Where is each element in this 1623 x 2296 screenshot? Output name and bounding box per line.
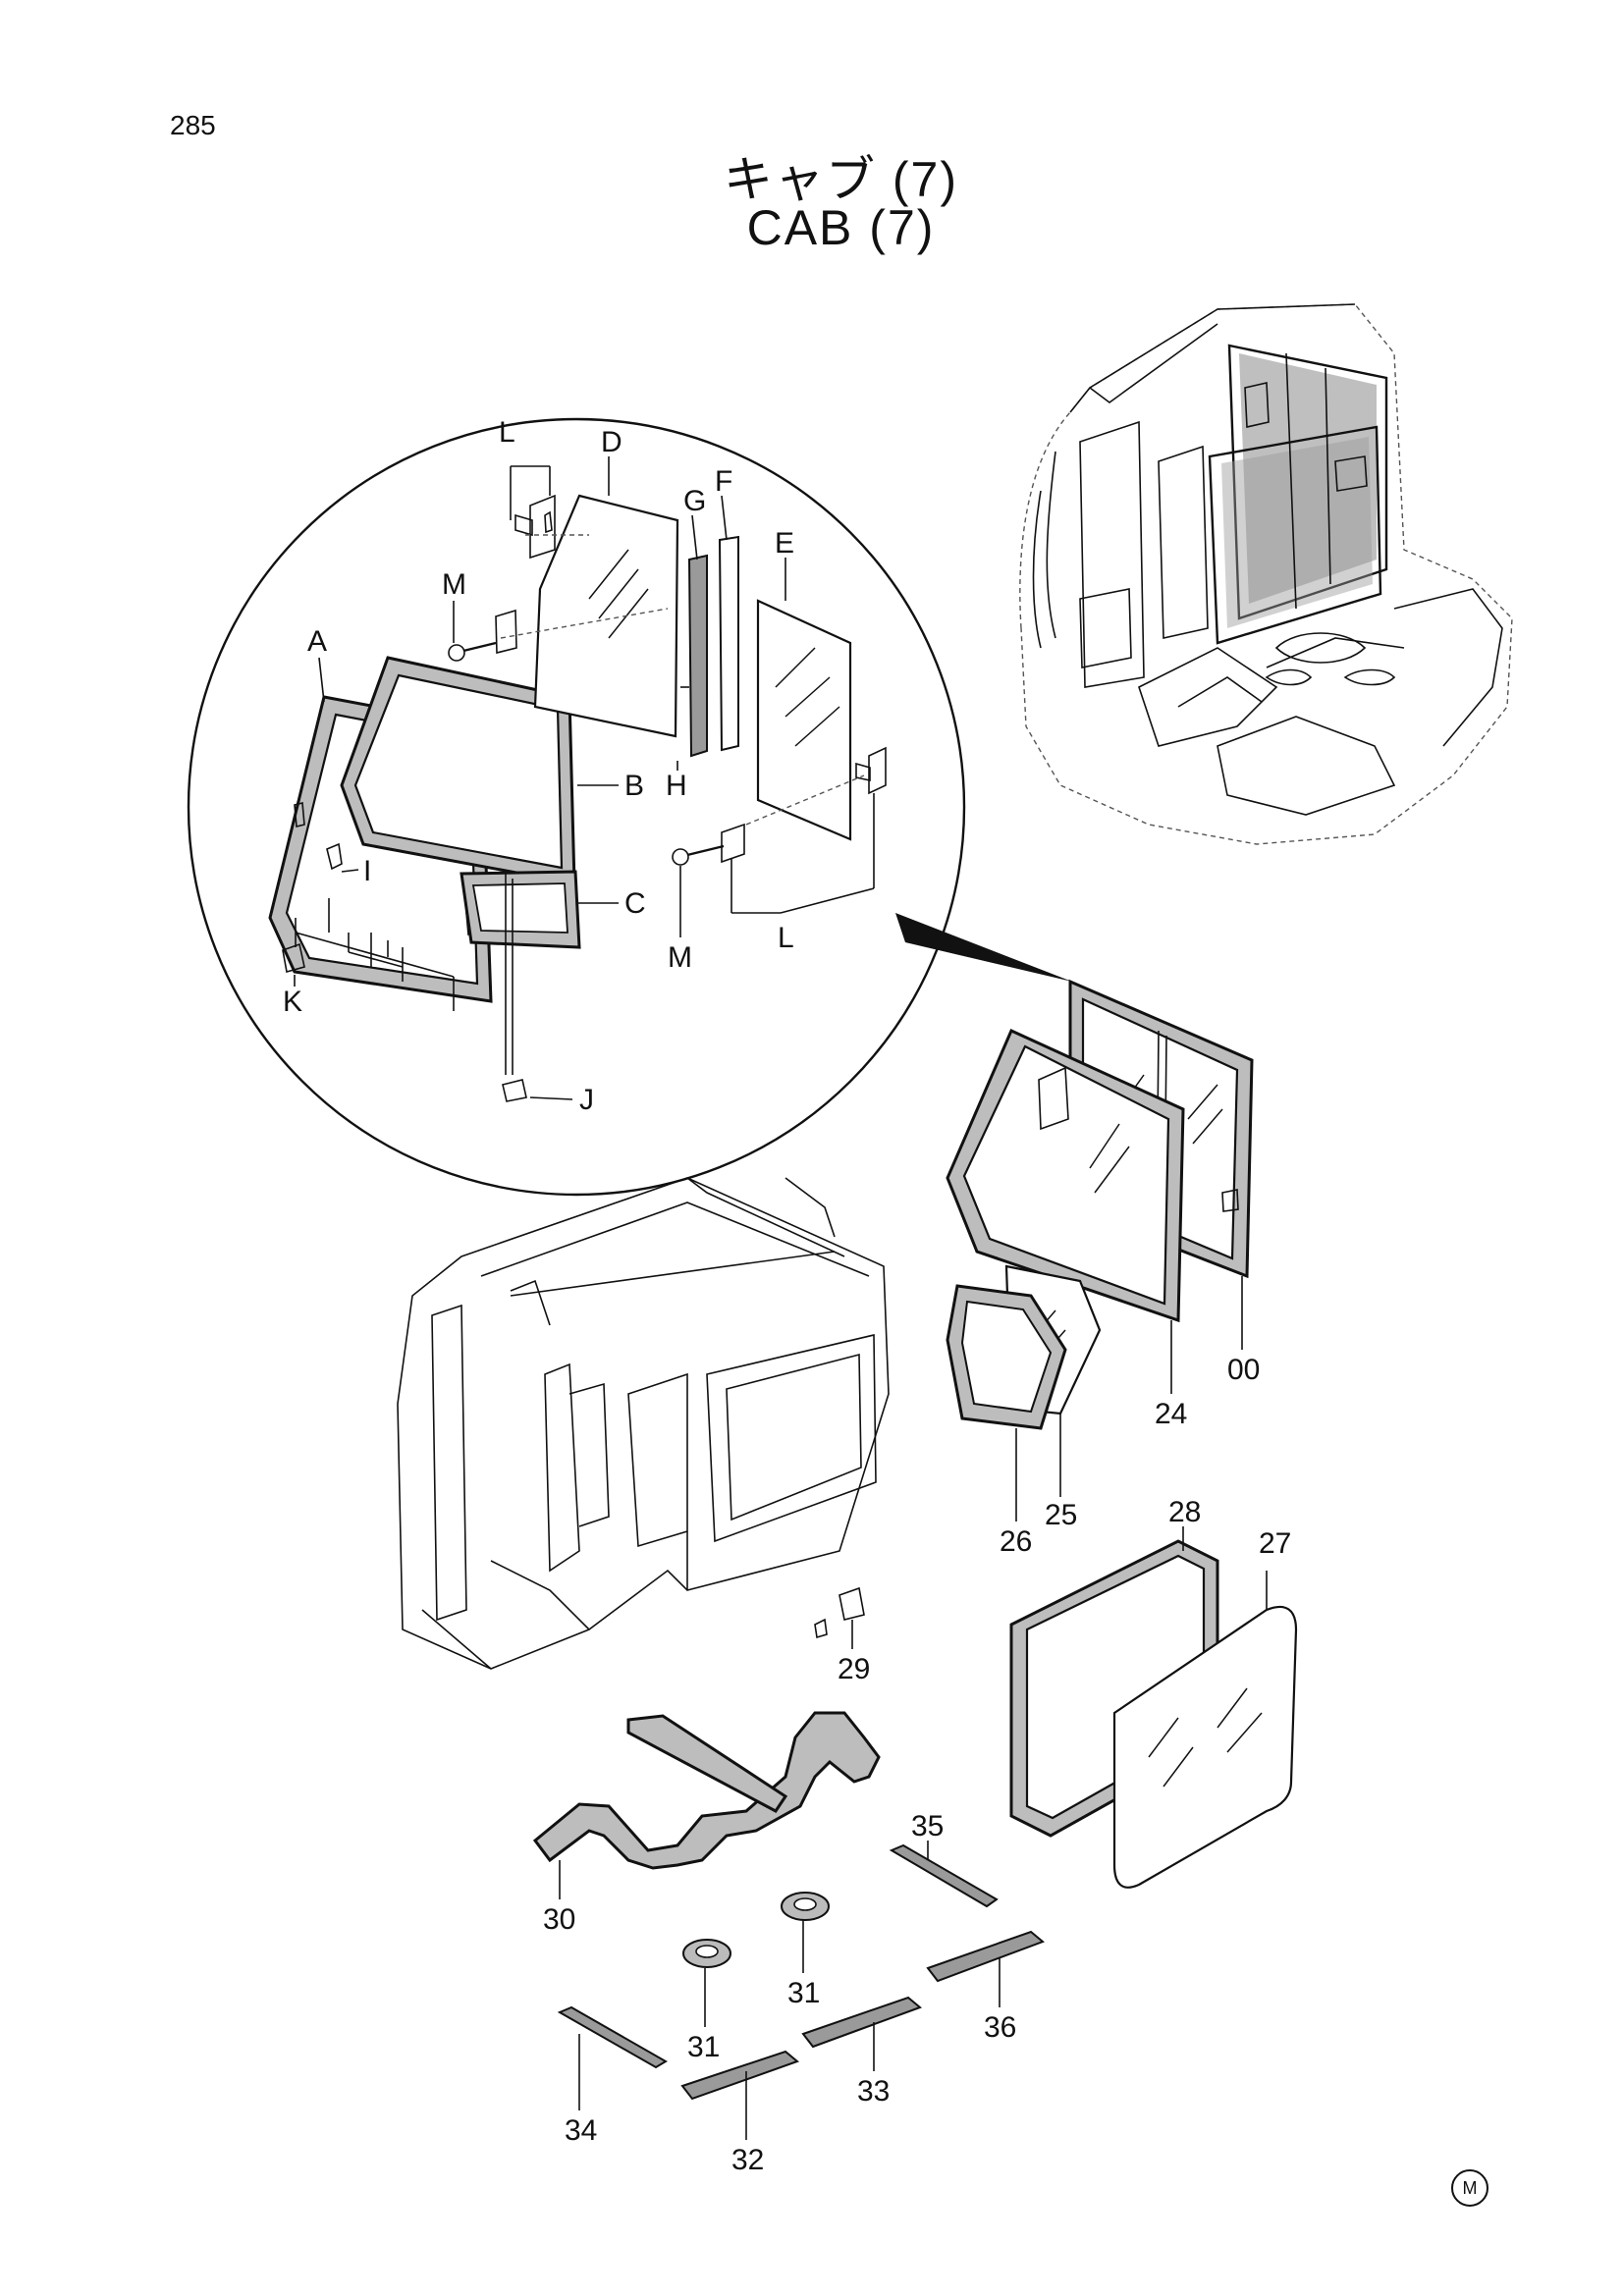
detail-part-i-clip [326, 842, 343, 871]
part-29-stopper [839, 1586, 865, 1621]
detail-part-j-stopper [502, 1079, 527, 1102]
label-h: H [666, 770, 687, 802]
label-a: A [307, 625, 327, 658]
label-part-24: 24 [1155, 1398, 1187, 1430]
detail-part-m-screw-left [448, 641, 497, 662]
label-j: J [579, 1084, 594, 1116]
cab-body-illustration [397, 1177, 890, 1670]
part-27-glass [1112, 1605, 1298, 1889]
part-24-gasket [946, 1028, 1185, 1323]
label-c: C [624, 887, 646, 920]
label-part-35: 35 [911, 1810, 944, 1842]
detail-part-d-glass [500, 494, 679, 738]
label-m-left: M [442, 568, 466, 601]
label-part-26: 26 [1000, 1525, 1032, 1558]
detail-part-k-stopper [282, 942, 305, 974]
label-i: I [363, 855, 371, 887]
label-d: D [601, 426, 622, 458]
label-g: G [683, 485, 706, 517]
detail-part-b-gasket [340, 656, 576, 885]
detail-part-e-glass [745, 599, 865, 841]
detail-part-f-strip [718, 535, 739, 752]
label-b: B [624, 770, 644, 802]
part-34-pad [557, 2005, 668, 2069]
detail-part-l-bracket-bottom [721, 746, 887, 914]
label-part-00: 00 [1227, 1354, 1260, 1386]
label-part-31-a: 31 [687, 2031, 720, 2063]
part-31-ring-b [781, 1892, 830, 1921]
label-part-33: 33 [857, 2075, 890, 2108]
label-part-30: 30 [543, 1903, 575, 1936]
page-number: 285 [170, 110, 216, 140]
detail-part-g-rail [680, 554, 708, 758]
part-leader-lines [559, 1276, 1268, 2140]
label-part-28: 28 [1168, 1496, 1201, 1528]
part-26-gasket [946, 1284, 1067, 1430]
detail-part-c-channel [460, 870, 581, 949]
label-part-31-b: 31 [787, 1977, 820, 2009]
label-part-27: 27 [1259, 1527, 1291, 1560]
label-l-top: L [499, 416, 515, 449]
part-31-ring-a [682, 1939, 731, 1968]
part-33-pad [801, 1996, 922, 2049]
catalog-mark-symbol: M [1451, 2169, 1488, 2207]
label-m-bottom: M [668, 941, 692, 974]
label-part-34: 34 [565, 2114, 597, 2147]
page-title-japanese: キャブ (7) [724, 152, 958, 207]
label-e: E [775, 527, 794, 560]
detail-part-m-screw-bottom [672, 844, 725, 866]
detail-part-l-bracket-top [495, 465, 589, 655]
detail-circle [187, 417, 1072, 1197]
label-k: K [283, 986, 302, 1018]
label-l-bottom: L [778, 922, 794, 954]
label-part-29: 29 [838, 1653, 870, 1685]
part-36-pad [926, 1930, 1045, 1983]
page-title-english: CAB (7) [746, 200, 936, 255]
part-30-seal-strip [532, 1711, 881, 1870]
label-part-25: 25 [1045, 1499, 1077, 1531]
excavator-overview-illustration [1019, 303, 1513, 845]
label-leader-lines [294, 456, 786, 1100]
detail-leader-lines [295, 874, 514, 1075]
label-part-32: 32 [731, 2144, 764, 2176]
part-35-pad [889, 1843, 999, 1908]
detail-pointer-arrow [895, 913, 1072, 982]
label-part-36: 36 [984, 2011, 1016, 2044]
label-f: F [715, 465, 732, 498]
part-32-pad [680, 2050, 799, 2101]
